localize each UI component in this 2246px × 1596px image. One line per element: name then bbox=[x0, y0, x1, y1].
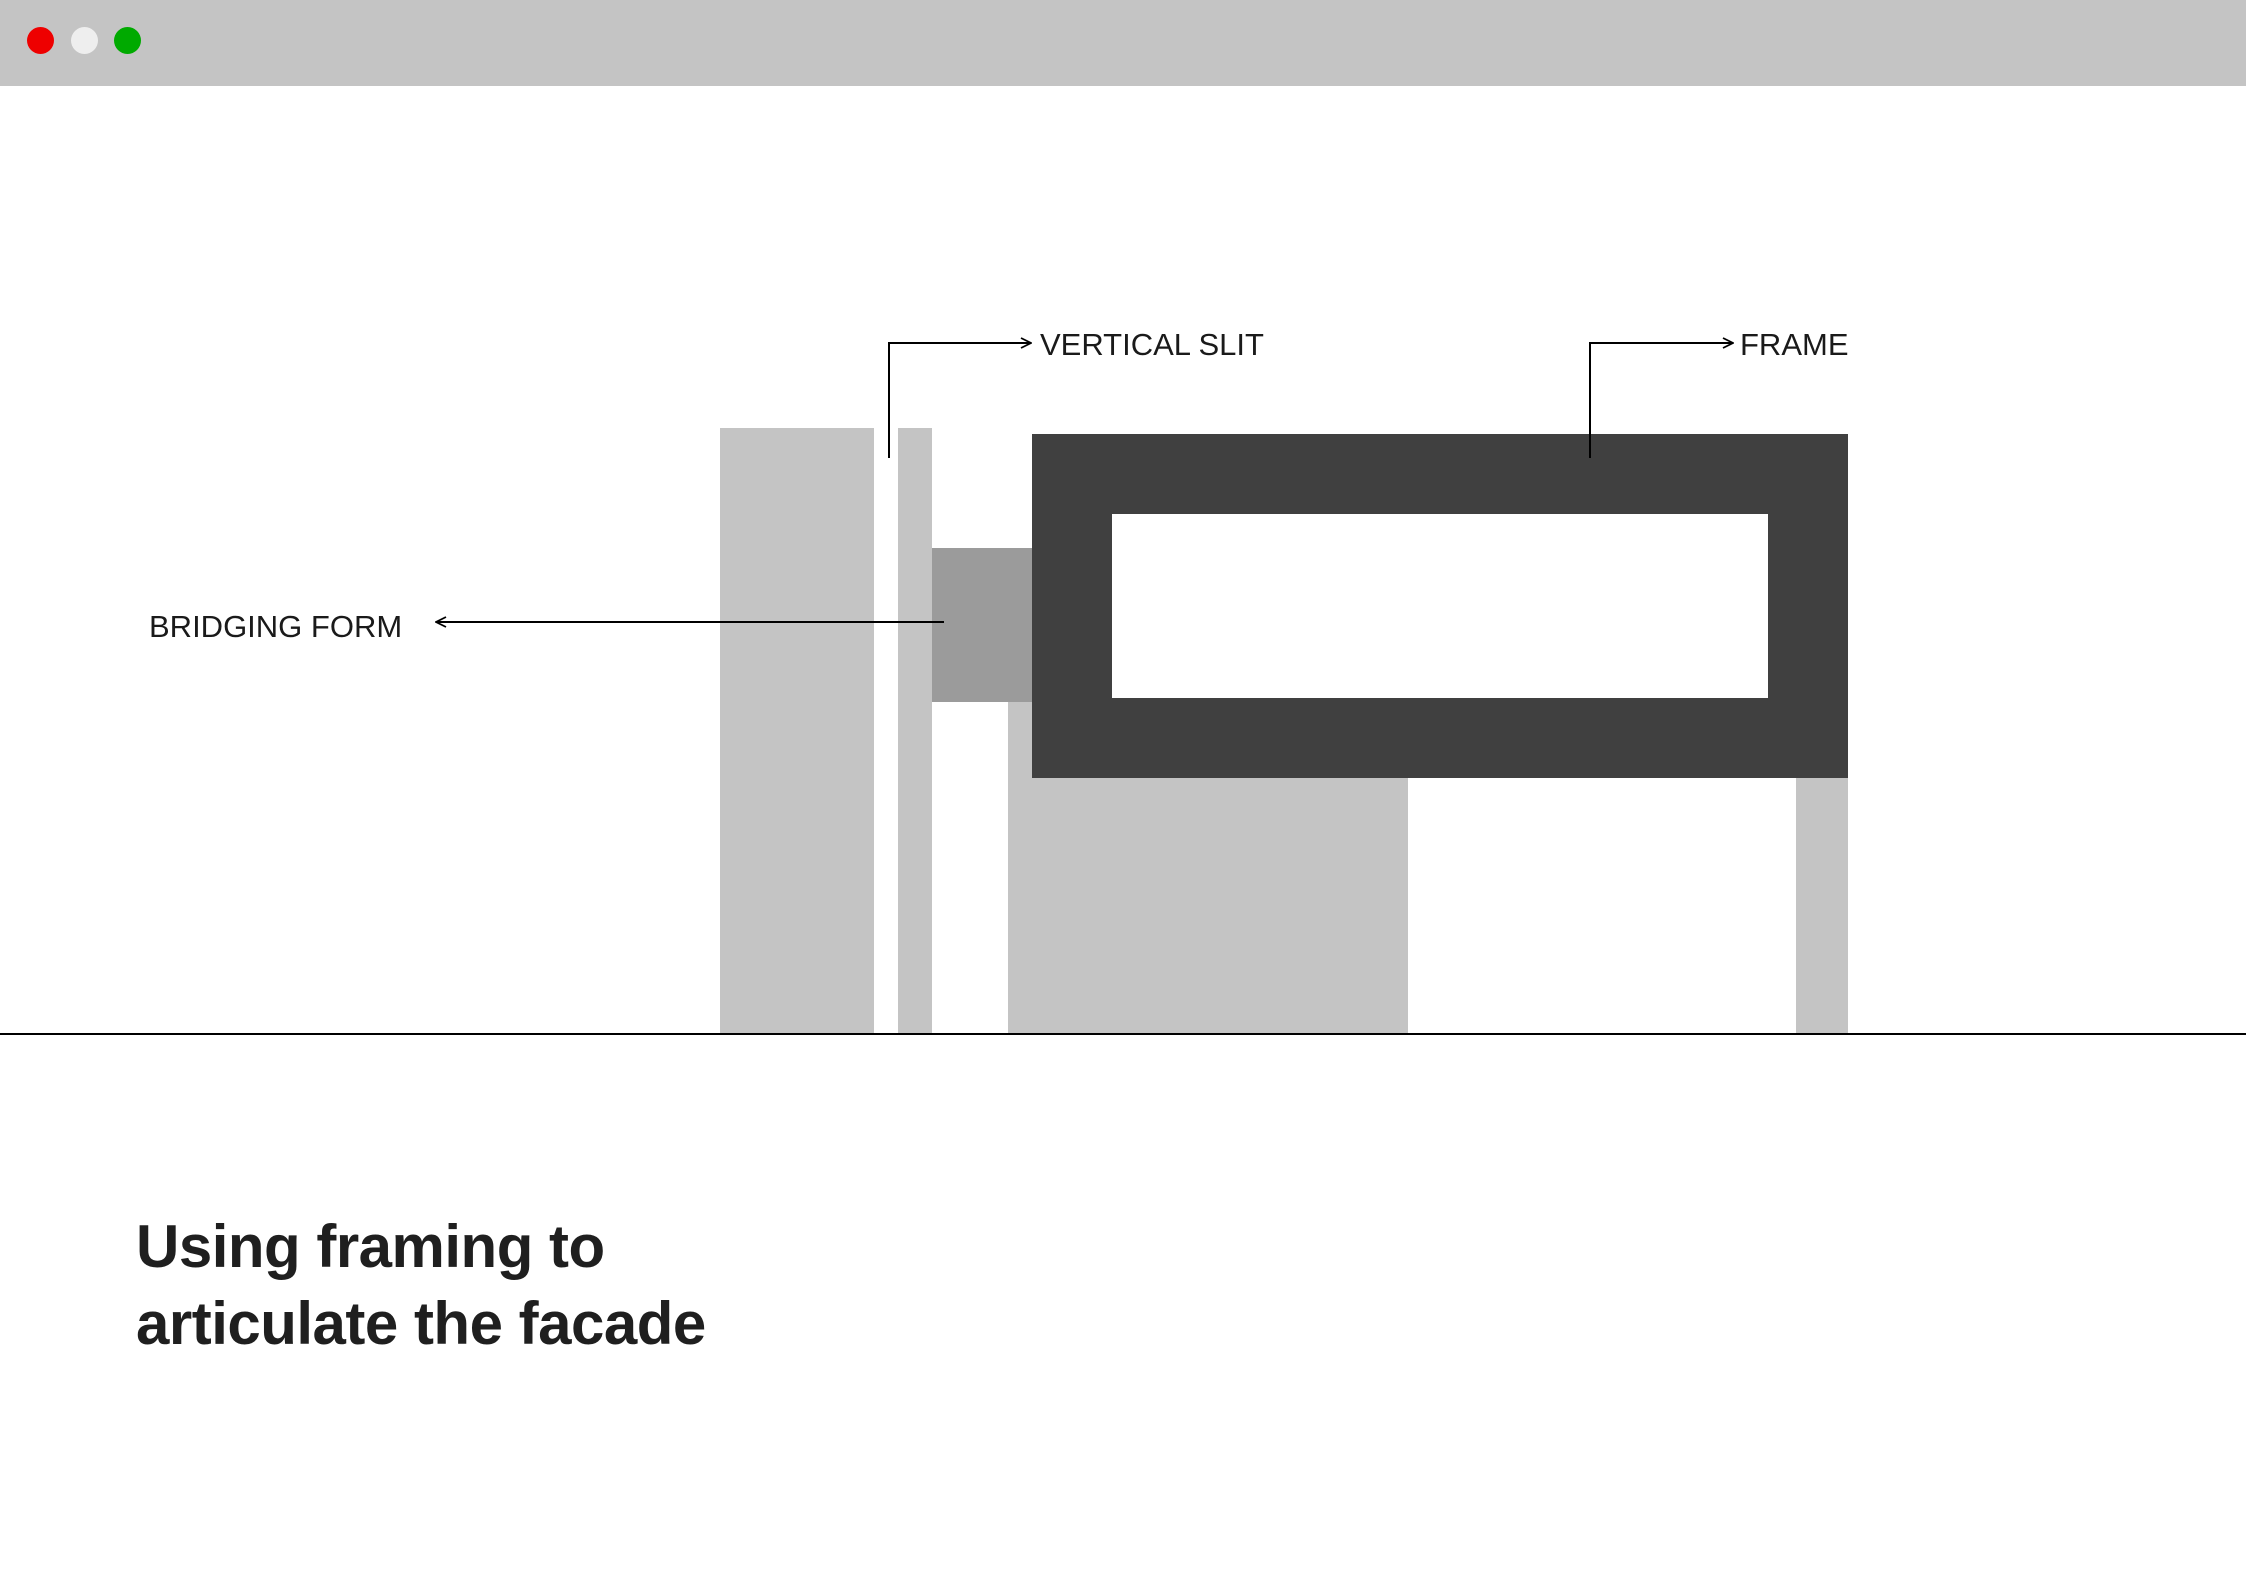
frame-label: FRAME bbox=[1740, 327, 1849, 362]
vertical-slit-leader bbox=[888, 343, 1031, 458]
close-window-button[interactable] bbox=[27, 27, 54, 54]
frame-opening bbox=[1112, 514, 1768, 698]
right-column-block bbox=[1796, 760, 1848, 1034]
maximize-window-button[interactable] bbox=[114, 27, 141, 54]
caption-line-1: Using framing to bbox=[136, 1213, 605, 1280]
vertical-slit-label: VERTICAL SLIT bbox=[1040, 327, 1264, 362]
bridging-form-block bbox=[932, 548, 1034, 702]
slit-post-block bbox=[898, 428, 932, 1034]
title-bar bbox=[0, 0, 2246, 86]
caption-line-2: articulate the facade bbox=[136, 1290, 706, 1357]
left-tower-block bbox=[720, 428, 874, 1034]
minimize-window-button[interactable] bbox=[71, 27, 98, 54]
frame-leader bbox=[1589, 343, 1733, 458]
bridging-form-label: BRIDGING FORM bbox=[149, 609, 402, 644]
caption-heading: Using framing to articulate the facade bbox=[136, 1208, 706, 1362]
